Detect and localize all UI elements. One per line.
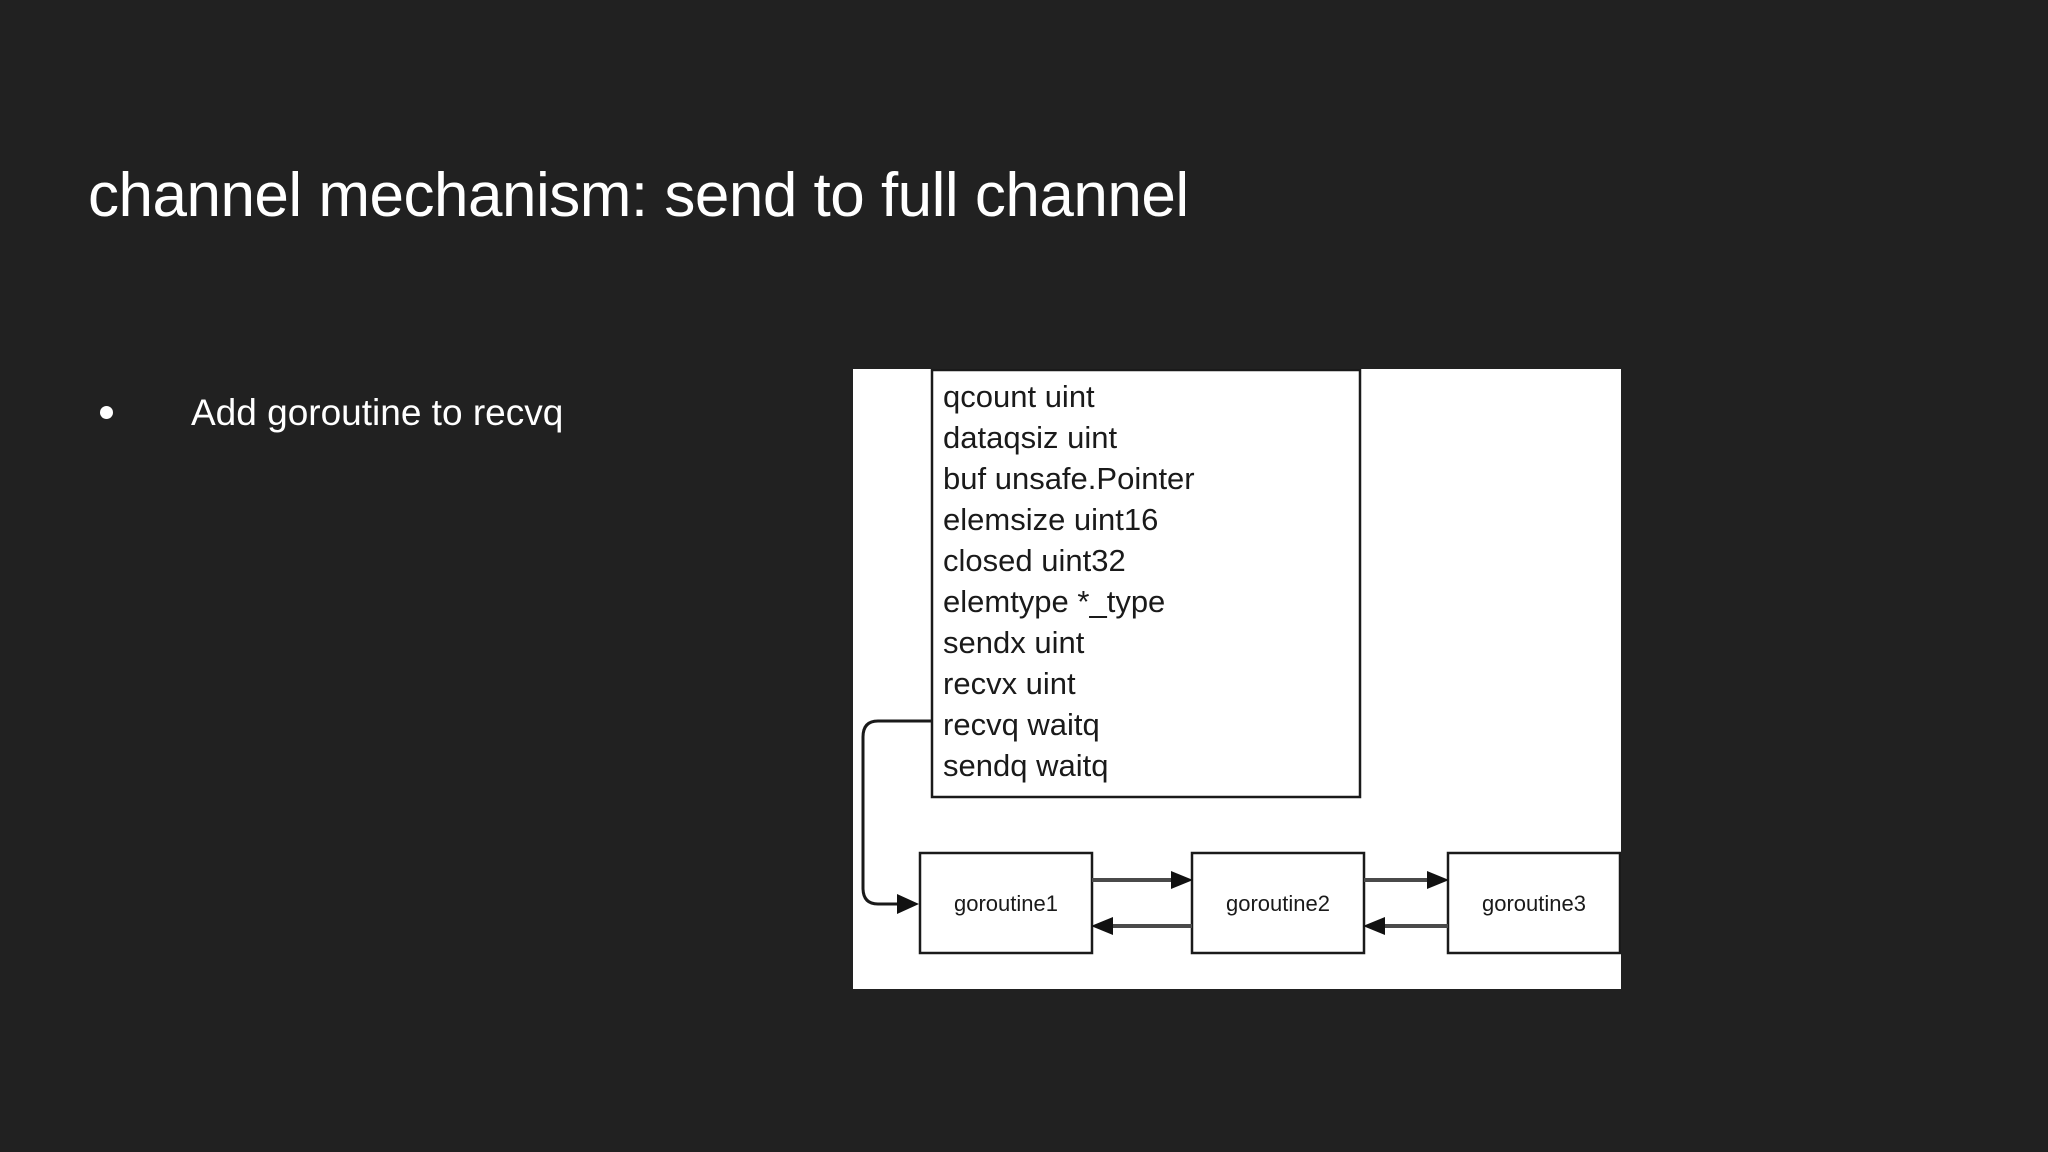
struct-field-label: qcount uint xyxy=(943,379,1095,414)
struct-field-label: dataqsiz uint xyxy=(943,420,1117,455)
goroutine2-to-goroutine1-arrowhead xyxy=(1091,917,1113,935)
goroutine2-label: goroutine2 xyxy=(1226,891,1330,916)
bullet-list: Add goroutine to recvq xyxy=(100,390,740,462)
struct-field-label: sendx uint xyxy=(943,625,1085,660)
struct-field-label: recvx uint xyxy=(943,666,1076,701)
goroutine1-label: goroutine1 xyxy=(954,891,1058,916)
goroutine3-to-goroutine2-arrowhead xyxy=(1363,917,1385,935)
bullet-item-label: Add goroutine to recvq xyxy=(191,392,564,433)
hchan-struct-box xyxy=(930,369,1362,799)
goroutine1-box xyxy=(918,851,1094,955)
goroutine3-label: goroutine3 xyxy=(1482,891,1586,916)
struct-field-label: closed uint32 xyxy=(943,543,1126,578)
channel-struct-diagram: qcount uint dataqsiz uint buf unsafe.Poi… xyxy=(853,369,1621,989)
bullet-dot-icon xyxy=(100,406,113,419)
list-item: Add goroutine to recvq xyxy=(100,390,740,436)
page-title: channel mechanism: send to full channel xyxy=(88,160,1189,230)
goroutine3-box xyxy=(1446,851,1621,955)
struct-field-label: buf unsafe.Pointer xyxy=(943,461,1195,496)
goroutine2-to-goroutine3-arrowhead xyxy=(1427,871,1449,889)
struct-field-label: elemtype *_type xyxy=(943,584,1165,619)
recvq-to-goroutine1-connector xyxy=(861,719,932,906)
goroutine1-to-goroutine2-arrowhead xyxy=(1171,871,1193,889)
struct-field-label: recvq waitq xyxy=(943,707,1100,742)
struct-field-label: elemsize uint16 xyxy=(943,502,1158,537)
recvq-connector-arrowhead xyxy=(897,894,919,914)
struct-field-label: sendq waitq xyxy=(943,748,1108,783)
goroutine2-box xyxy=(1190,851,1366,955)
